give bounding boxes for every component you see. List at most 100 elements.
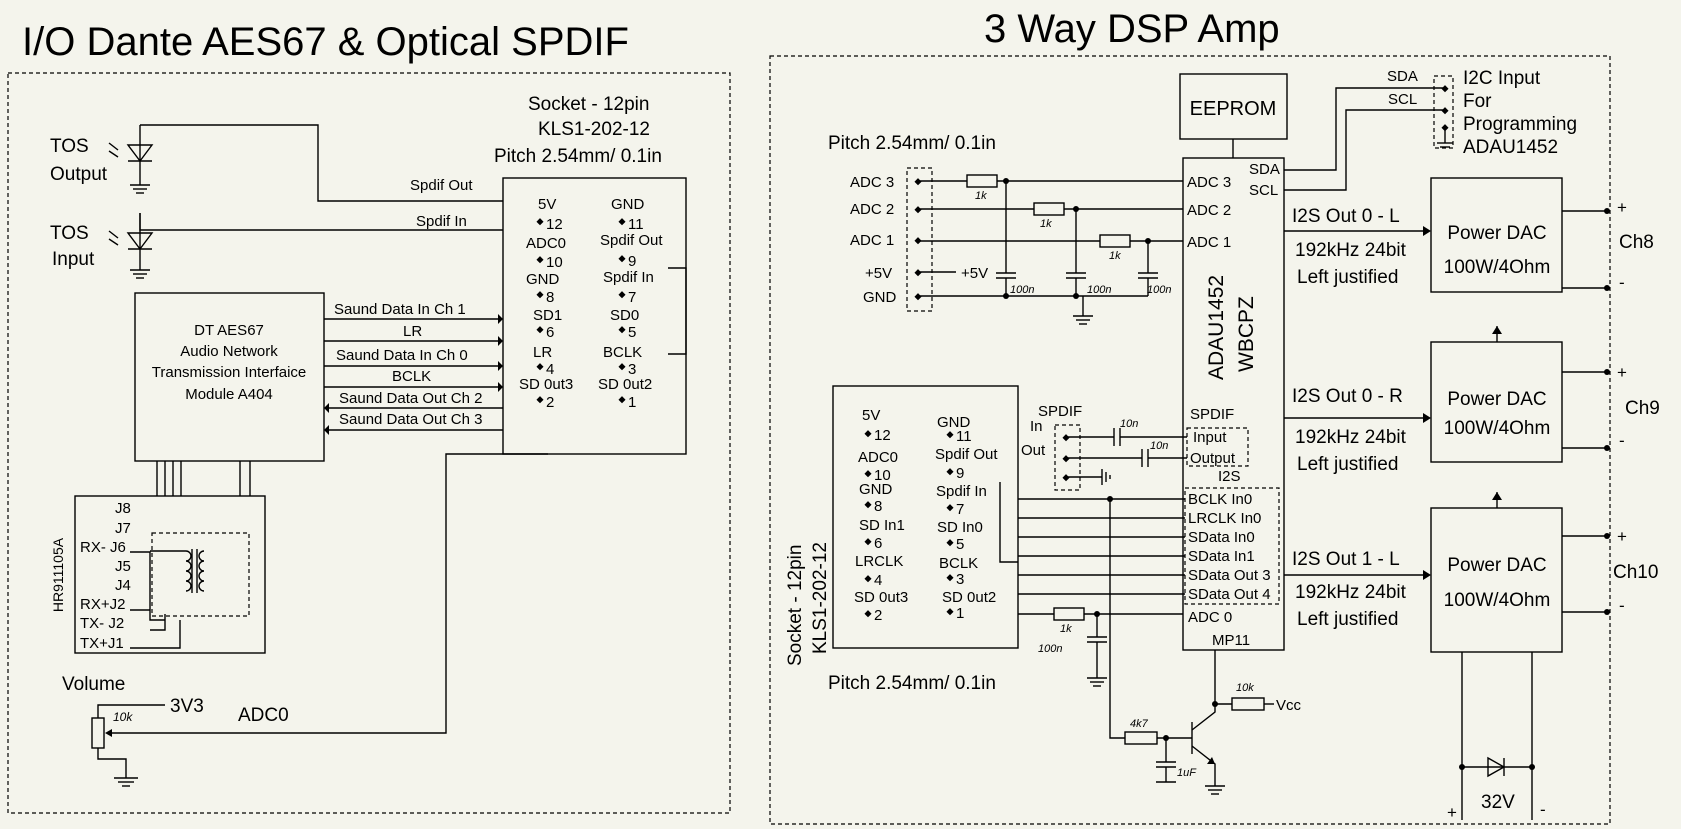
socket-label-2: KLS1-202-12 (538, 119, 650, 140)
i2s-pin: SData In1 (1188, 548, 1255, 565)
chip-name-1: ADAU1452 (1205, 275, 1228, 380)
vcc-label: Vcc (1276, 697, 1302, 714)
jack-pin: J8 (115, 500, 131, 517)
adc0-label: ADC0 (238, 705, 289, 726)
left-socket-box (502, 177, 687, 455)
pin-number: 2 (546, 394, 554, 411)
wire-spdif-in (139, 213, 503, 231)
pin-label: SD 0ut3 (854, 589, 908, 606)
pin-number: 5 (628, 324, 636, 341)
signal-label: Saund Data Out Ch 2 (339, 390, 482, 407)
transformer-box (151, 532, 250, 617)
pin-number: 9 (628, 253, 636, 270)
left-socket-pins: 5V 12 ADC0 10 GND 8 SD1 6 LR 4 SD 0ut3 2… (519, 196, 663, 411)
pot-value-label: 10k (113, 710, 133, 724)
minus-label: - (1619, 431, 1625, 450)
i2s-pin: SData Out 4 (1188, 586, 1271, 603)
rate-label: 192kHz 24bit (1295, 582, 1407, 603)
i2c-label-2: For (1463, 91, 1492, 112)
right-socket-pin-dots (864, 430, 954, 618)
jack-pin: J7 (115, 520, 131, 537)
pin-label: SD 0ut3 (519, 376, 573, 393)
dac-rating: 100W/4Ohm (1444, 257, 1551, 278)
spdif-block-in: In (1030, 418, 1043, 435)
i2c-label-1: I2C Input (1463, 68, 1541, 89)
jack-pin: RX+J2 (80, 596, 125, 613)
cap-label: 10n (1150, 440, 1168, 452)
chip-pin-adc2: ADC 2 (1187, 202, 1231, 219)
pin-number: 12 (546, 216, 563, 233)
pin-label: Spdif Out (935, 446, 998, 463)
pin-number: 12 (874, 427, 891, 444)
pin-number: 7 (956, 501, 964, 518)
signal-label: Saund Data Out Ch 3 (339, 411, 482, 428)
i2s-out-label: I2S Out 0 - R (1292, 386, 1403, 407)
dante-module-box (134, 292, 325, 462)
adc-pin-label: ADC 2 (850, 201, 894, 218)
power-dac-box (1430, 507, 1563, 653)
dac-label: Power DAC (1447, 555, 1546, 576)
pin-label: LR (533, 344, 552, 361)
power-dac-box (1430, 177, 1563, 293)
adc-pin-label: ADC 1 (850, 232, 894, 249)
module-label-2: Audio Network (180, 343, 278, 360)
pin-number: 9 (956, 465, 964, 482)
plus-label: + (1617, 198, 1627, 217)
pin-label: GND (611, 196, 645, 213)
chip-pin-adc3: ADC 3 (1187, 174, 1231, 191)
jack-pin: TX+J1 (80, 635, 124, 652)
res-label: 1k (1040, 218, 1052, 230)
adc-header-labels: ADC 3 ADC 2 ADC 1 +5V GND (850, 174, 897, 306)
socket-label-3: Pitch 2.54mm/ 0.1in (494, 146, 662, 167)
volume-label: Volume (62, 674, 125, 695)
signal-label: BCLK (392, 368, 431, 385)
chip-spdif-box (1186, 427, 1249, 467)
i2s-out-label: I2S Out 1 - L (1292, 549, 1400, 570)
i2s-pin: SData In0 (1188, 529, 1255, 546)
res-label: 1k (1060, 623, 1072, 635)
pin-number: 2 (874, 607, 882, 624)
signal-label: Saund Data In Ch 0 (336, 347, 468, 364)
spdif-block-title: SPDIF (1038, 403, 1082, 420)
adc-filter-network (918, 174, 1183, 325)
spdif-out-label: Spdif Out (410, 177, 473, 194)
format-label: Left justified (1297, 454, 1398, 475)
wire-spdif-out (140, 124, 503, 202)
minus-label: - (1619, 596, 1625, 615)
socket-v-label-2: KLS1-202-12 (810, 542, 831, 654)
plus-label: + (1617, 527, 1627, 546)
i2s-pin: SData Out 3 (1188, 567, 1271, 584)
jack-pin: TX- J2 (80, 615, 124, 632)
pin-number: 1 (628, 394, 636, 411)
channel-label: Ch10 (1613, 562, 1658, 583)
eeprom-label: EEPROM (1190, 98, 1277, 120)
pin-number: 5 (956, 536, 964, 553)
chip-spdif-output: Output (1190, 450, 1236, 467)
right-socket-box (832, 385, 1019, 649)
output-chain-2: I2S Out 0 - R 192kHz 24bit Left justifie… (1284, 341, 1660, 475)
i2s-out-label: I2S Out 0 - L (1292, 206, 1400, 227)
chip-spdif-input: Input (1193, 429, 1227, 446)
pin-number: 3 (956, 571, 964, 588)
spdif-in-label: Spdif In (416, 213, 467, 230)
jack-pin: J4 (115, 577, 131, 594)
dsp-chip-box (1182, 157, 1285, 651)
pin-label: ADC0 (526, 235, 566, 252)
pin-number: 11 (956, 428, 972, 445)
rate-label: 192kHz 24bit (1295, 240, 1407, 261)
cap-label: 100n (1038, 643, 1062, 655)
pin-label: LRCLK (855, 553, 903, 570)
cap-label: 100n (1087, 284, 1111, 296)
pin-label: SD0 (610, 307, 639, 324)
transistor-circuit (1109, 499, 1274, 795)
dac-label: Power DAC (1447, 389, 1546, 410)
jack-pin: RX- J6 (80, 539, 126, 556)
chip-pin-scl: SCL (1249, 182, 1278, 199)
cap-label: 100n (1147, 284, 1171, 296)
module-jack-bus (156, 461, 251, 496)
adc-pin-label: +5V (865, 265, 892, 282)
cap-label: 1uF (1177, 767, 1197, 779)
supply-voltage-label: 32V (1481, 792, 1515, 813)
chip-pin-sda: SDA (1249, 161, 1280, 178)
i2c-label-3: Programming (1463, 114, 1577, 135)
